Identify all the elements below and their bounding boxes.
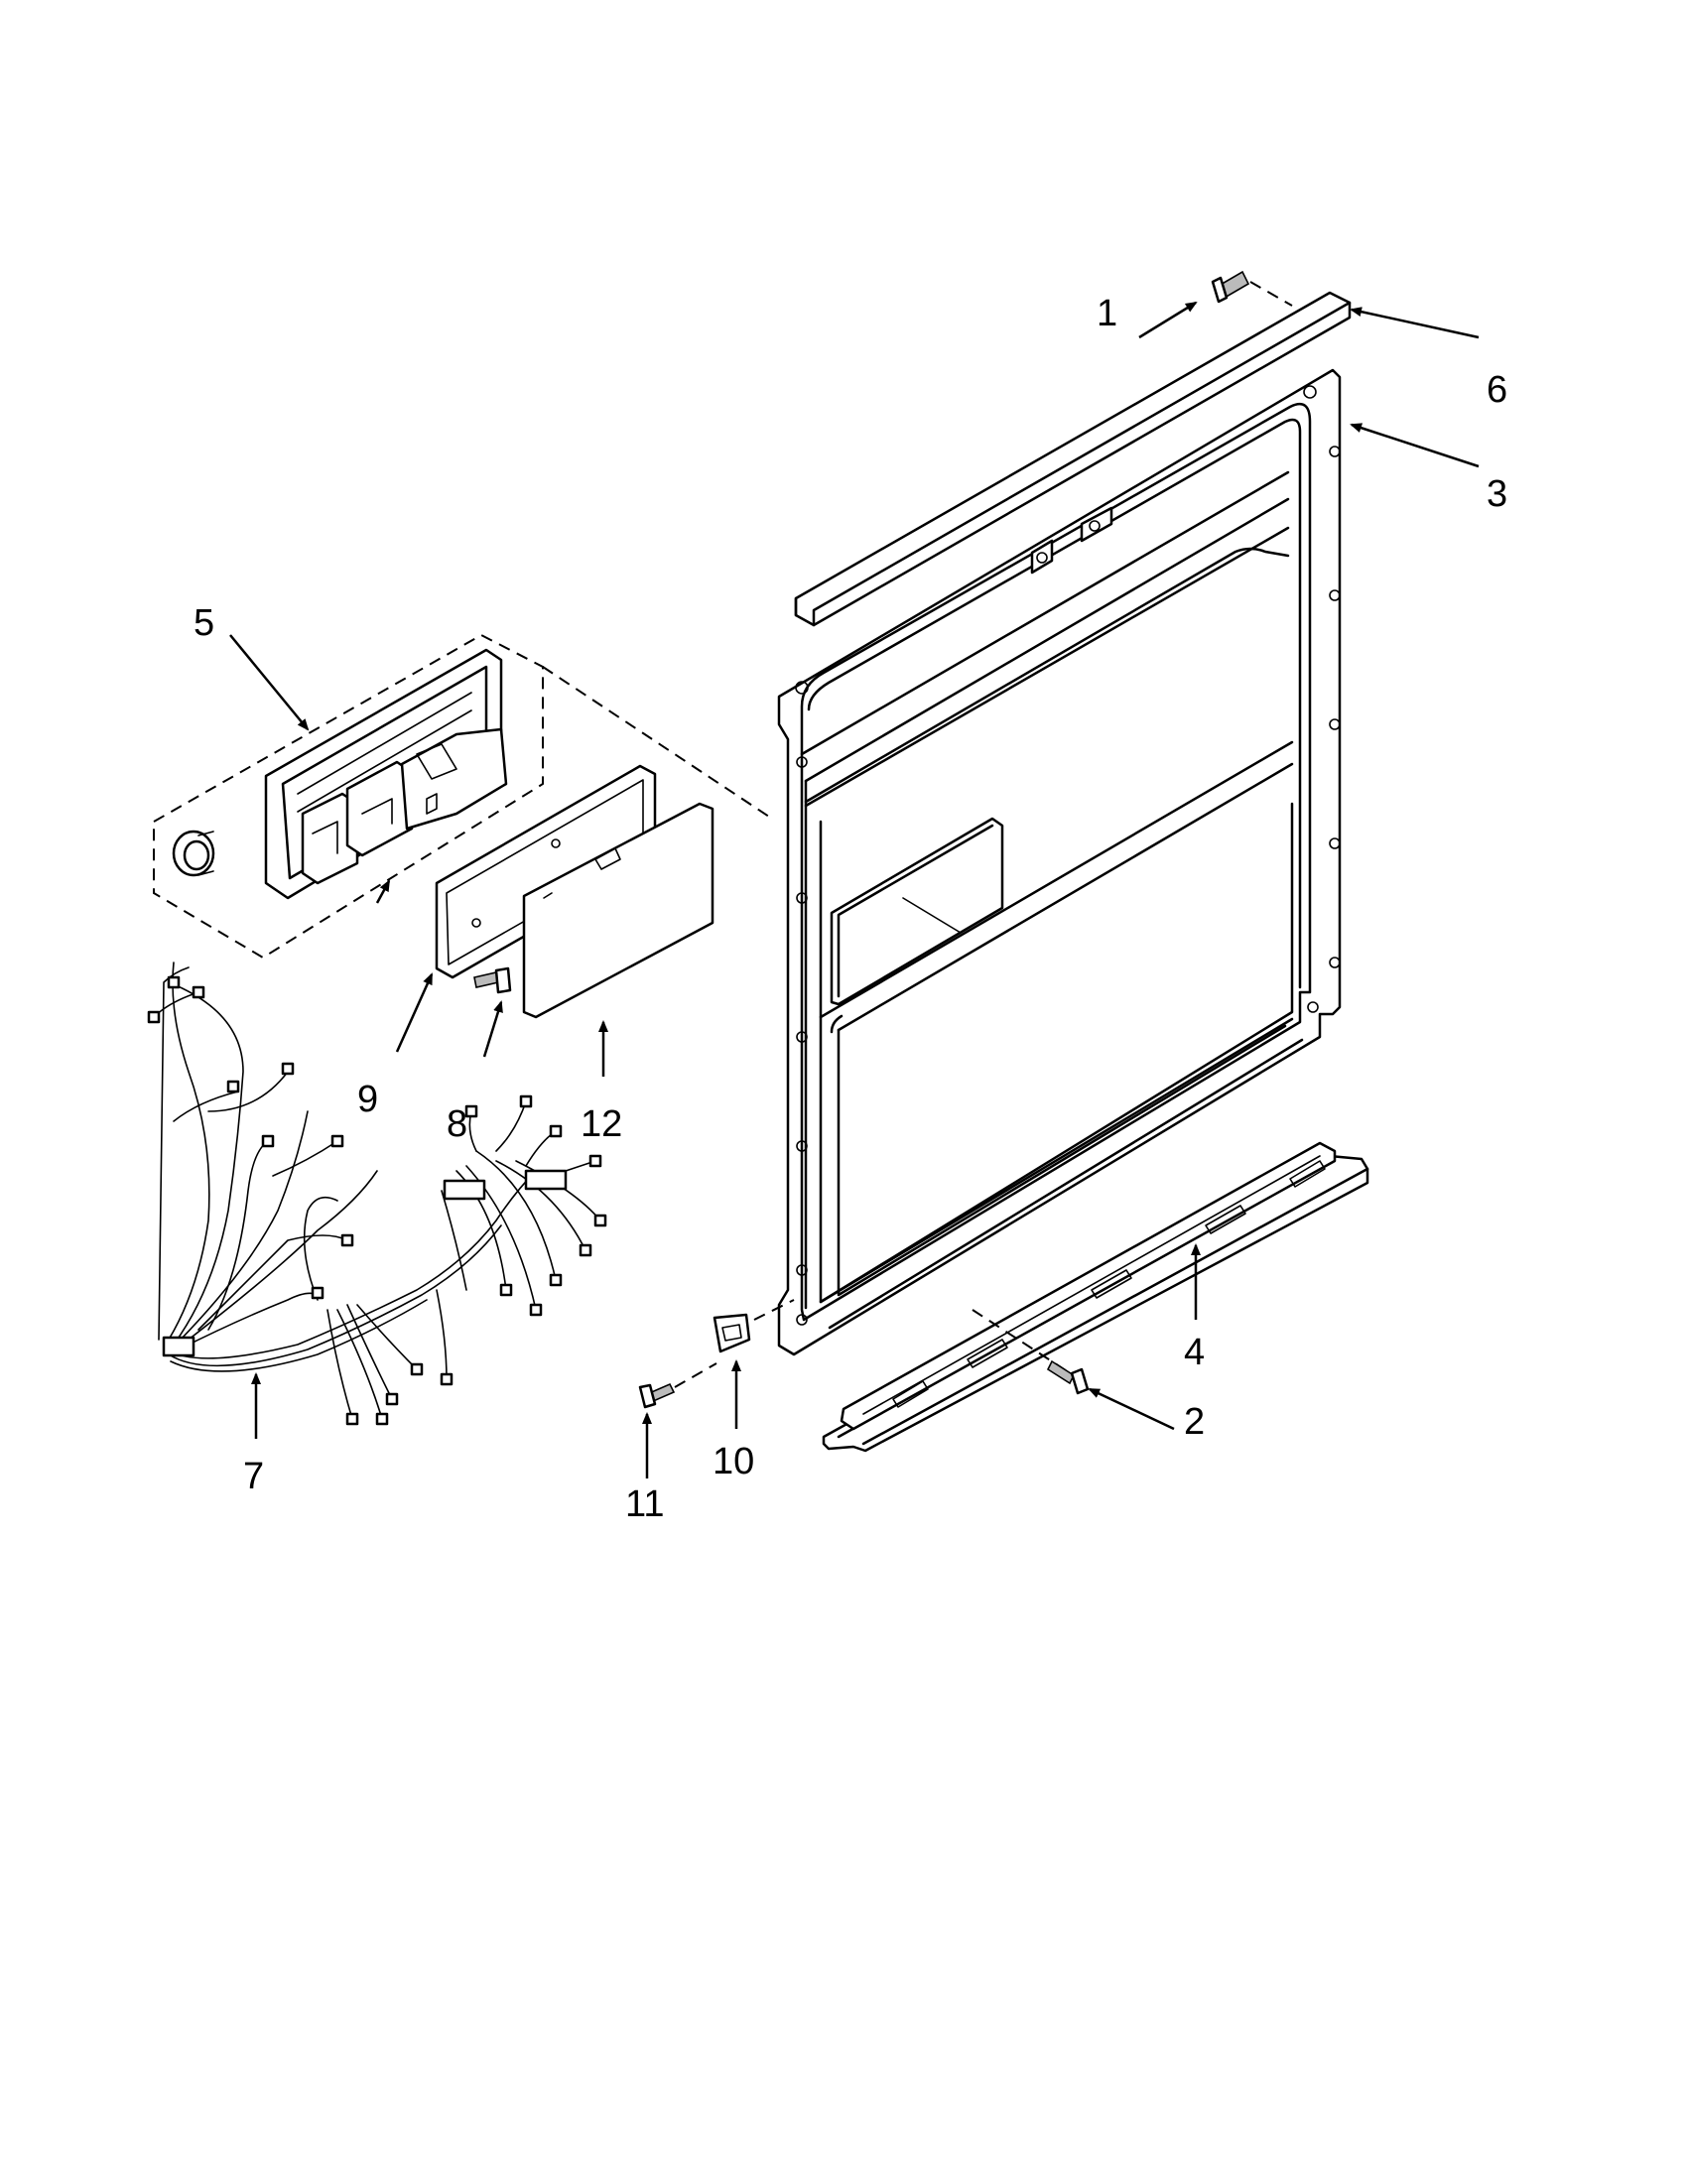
callout-9: 9 [357, 1079, 378, 1120]
callout-8: 8 [447, 1103, 467, 1145]
selector-knob [172, 830, 215, 877]
module-components [301, 727, 508, 885]
callout-12: 12 [581, 1103, 622, 1145]
screw-11 [638, 1362, 717, 1409]
control-board-cover [522, 802, 714, 1019]
trim-clips [892, 1160, 1326, 1408]
panel-screw-holes [795, 385, 1341, 1326]
callout-7: 7 [243, 1456, 264, 1497]
wire-harness [147, 962, 607, 1426]
screw-1 [1211, 270, 1293, 307]
leader-lines [229, 301, 1480, 1478]
screw-2 [1046, 1359, 1090, 1395]
control-assembly-group [153, 633, 770, 960]
harness-connectors [147, 975, 607, 1426]
callout-2: 2 [1184, 1401, 1205, 1443]
callout-10: 10 [713, 1441, 754, 1482]
bottom-trim [822, 1141, 1369, 1453]
callout-1: 1 [1097, 293, 1117, 334]
callout-6: 6 [1487, 369, 1507, 411]
callout-3: 3 [1487, 473, 1507, 515]
control-module [172, 648, 508, 900]
top-trim [794, 291, 1352, 627]
screw-8 [473, 966, 512, 994]
latch-strike [713, 1299, 795, 1353]
door-panel [777, 368, 1342, 1356]
callout-labels: 1 6 3 5 9 8 12 4 2 7 10 11 [194, 293, 1507, 1525]
callout-4: 4 [1184, 1332, 1205, 1373]
callout-5: 5 [194, 602, 214, 644]
callout-11: 11 [625, 1483, 664, 1525]
